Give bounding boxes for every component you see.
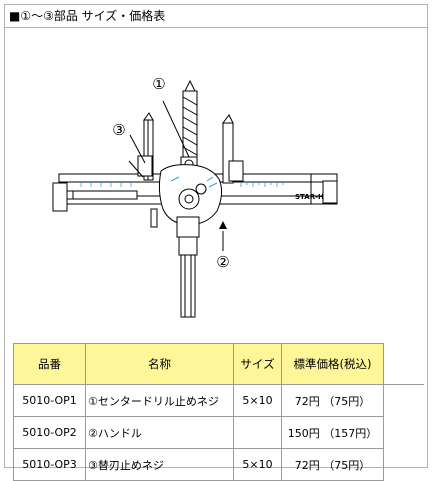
page-title: ■①～③部品 サイズ・価格表: [5, 5, 427, 28]
header-price: 標準価格(税込): [281, 343, 384, 385]
header-size: サイズ: [233, 343, 282, 385]
callout-2: ②: [216, 253, 229, 271]
cell-name: ③替刃止めネジ: [85, 448, 234, 481]
cell-size: [233, 416, 282, 449]
table-row: 5010-OP1 ①センタードリル止めネジ 5×10 72円 （75円）: [13, 384, 424, 417]
cell-blank: [384, 417, 424, 449]
header-blank: [383, 343, 424, 385]
cell-code: 5010-OP2: [13, 416, 86, 449]
price-table: 品番 名称 サイズ 標準価格(税込) 5010-OP1 ①センタードリル止めネジ…: [13, 343, 424, 481]
header-name: 名称: [85, 343, 234, 385]
cell-code: 5010-OP1: [13, 384, 86, 417]
cell-code: 5010-OP3: [13, 448, 86, 481]
header-code: 品番: [13, 343, 86, 385]
callout-1: ①: [152, 75, 165, 93]
cell-blank: [384, 449, 424, 481]
cell-name: ①センタードリル止めネジ: [85, 384, 234, 417]
callout-3: ③: [112, 121, 125, 139]
table-row: 5010-OP2 ②ハンドル 150円 （157円）: [13, 416, 424, 449]
cell-blank: [384, 385, 424, 417]
tool-diagram: ① ③ ② STAR-H: [11, 31, 423, 341]
cell-price: 72円 （75円）: [281, 448, 384, 481]
cell-size: 5×10: [233, 384, 282, 417]
cell-price: 150円 （157円）: [281, 416, 384, 449]
cell-name: ②ハンドル: [85, 416, 234, 449]
cell-price: 72円 （75円）: [281, 384, 384, 417]
content-frame: ■①～③部品 サイズ・価格表: [4, 4, 428, 481]
table-header-row: 品番 名称 サイズ 標準価格(税込): [13, 343, 424, 385]
ruler-brand-text: STAR-H: [295, 193, 324, 201]
circle-cutter-drawing: ① ③ ② STAR-H: [52, 75, 338, 318]
table-row: 5010-OP3 ③替刃止めネジ 5×10 72円 （75円）: [13, 448, 424, 481]
cell-size: 5×10: [233, 448, 282, 481]
